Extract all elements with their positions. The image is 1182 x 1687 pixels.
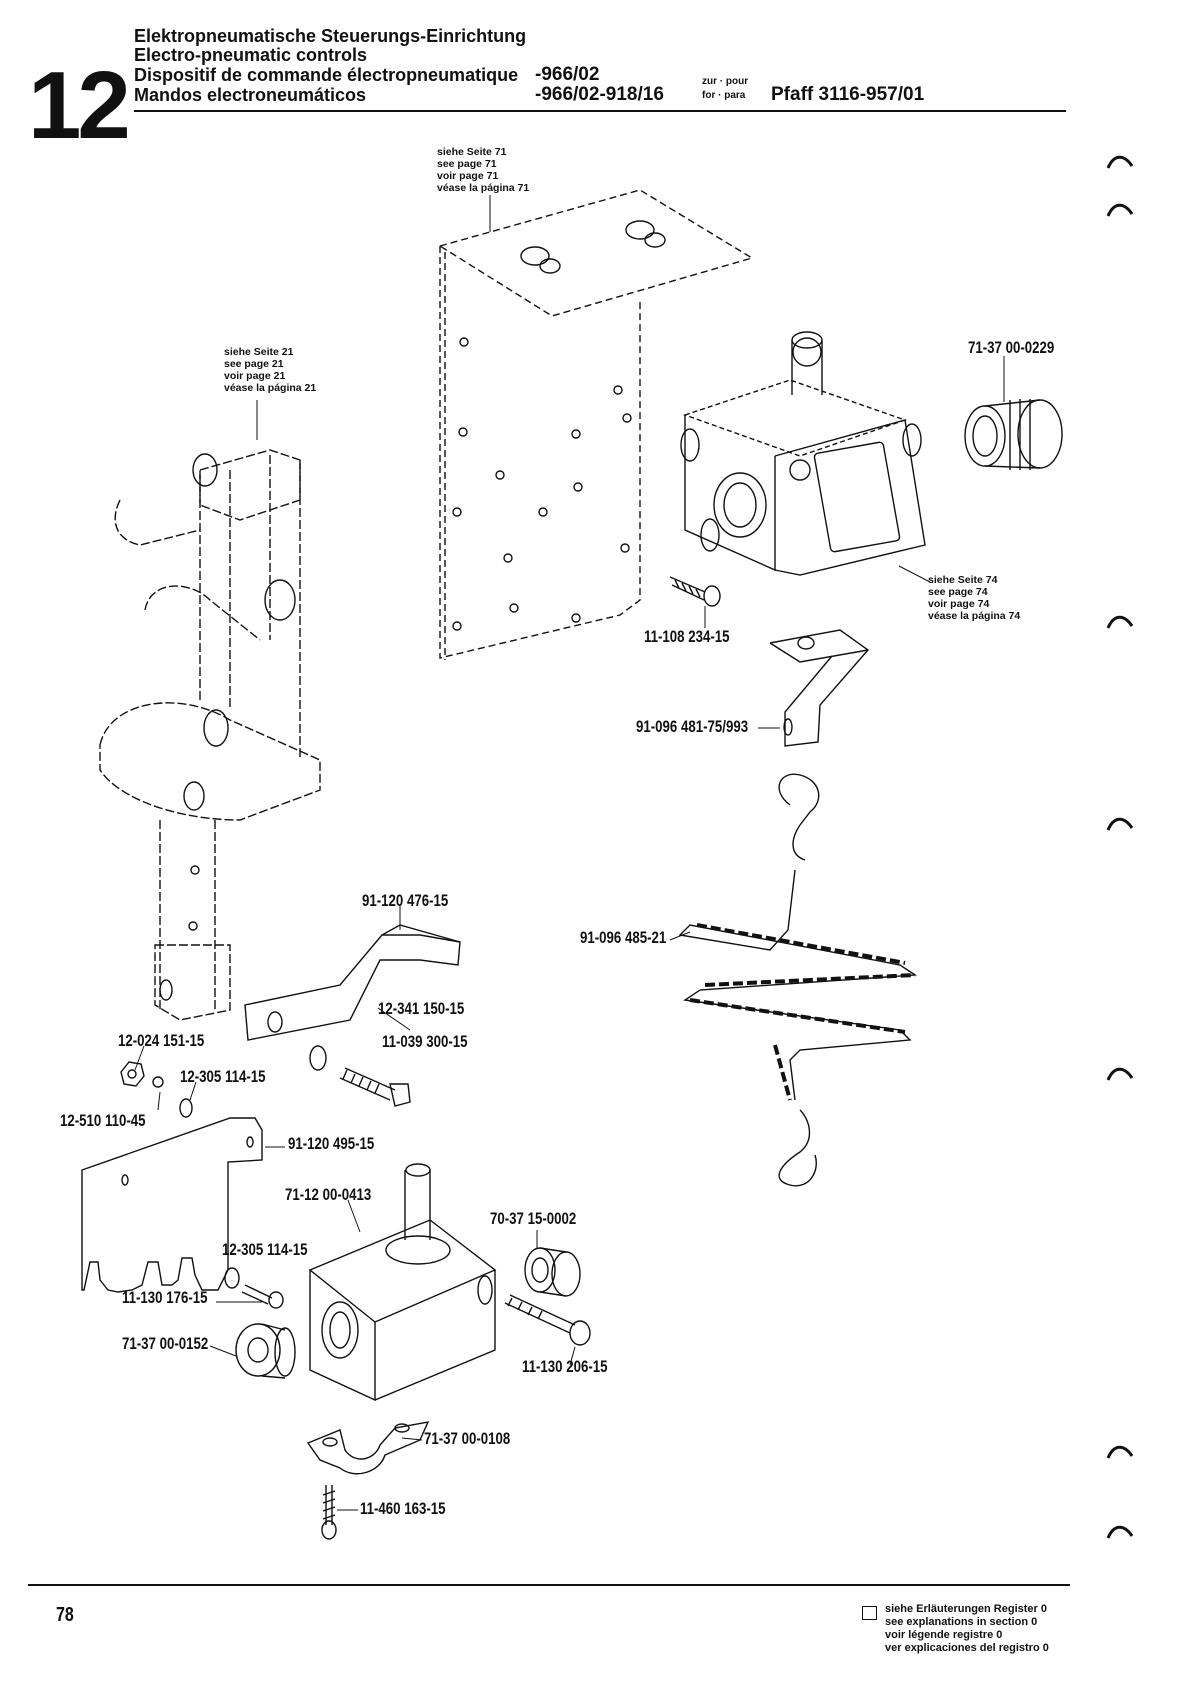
part-label-7137-0152: 71-37 00-0152 — [122, 1334, 209, 1353]
part-label-12024: 12-024 151-15 — [118, 1031, 205, 1050]
nut-12024 — [120, 1061, 145, 1087]
model-number-2: -966/02-918/16 — [535, 84, 664, 105]
bracket-keyholes — [520, 220, 666, 274]
bracket-holes — [452, 337, 632, 631]
part-label-91096-485: 91-096 485-21 — [580, 928, 667, 947]
clamp-0108 — [306, 1421, 430, 1475]
model-number-1: -966/02 — [535, 64, 600, 85]
screw-11130-206 — [504, 1294, 591, 1346]
bracket-476 — [244, 924, 461, 1041]
title-german: Elektropneumatische Steuerungs-Einrichtu… — [134, 26, 527, 46]
part-label-11460: 11-460 163-15 — [360, 1499, 446, 1518]
screw-11108 — [669, 576, 721, 607]
title-english: Electro-pneumatic controls — [134, 45, 368, 65]
part-label-7112: 71-12 00-0413 — [285, 1185, 372, 1204]
part-label-12510: 12-510 110-45 — [60, 1111, 146, 1130]
part-label-91120-476: 91-120 476-15 — [362, 891, 449, 910]
part-label-12305-b: 12-305 114-15 — [222, 1240, 308, 1259]
mounting-bracket-plate — [438, 189, 754, 660]
lever-holes — [159, 453, 296, 1001]
page-number: 78 — [56, 1604, 74, 1626]
see-page-74: siehe Seite 74 see page 74 voir page 74 … — [928, 574, 1021, 622]
register-tab-marks — [1106, 155, 1134, 1539]
see-page-71: siehe Seite 71 see page 71 voir page 71 … — [437, 146, 530, 194]
part-label-7137-0108: 71-37 00-0108 — [424, 1429, 511, 1448]
part-label-91096-481: 91-096 481-75/993 — [636, 717, 749, 736]
see-page-21: siehe Seite 21 see page 21 voir page 21 … — [224, 346, 317, 394]
for-label-1: zur · pour — [702, 76, 749, 87]
lever-bracket — [99, 449, 321, 1021]
footer-rule — [28, 1584, 1070, 1586]
lock-washer-12305 — [152, 1076, 193, 1118]
header-rule — [134, 110, 1066, 112]
plug-0002 — [524, 1247, 581, 1297]
part-label-7037: 70-37 15-0002 — [490, 1209, 577, 1228]
limit-switch-0413 — [308, 1163, 497, 1402]
cable-gland-0229 — [964, 399, 1063, 470]
for-label-2: for · para — [702, 90, 746, 101]
machine-name: Pfaff 3116-957/01 — [771, 84, 925, 105]
part-label-11108: 11-108 234-15 — [644, 627, 730, 646]
part-label-11130-206: 11-130 206-15 — [522, 1357, 608, 1376]
angle-bracket-481 — [769, 629, 870, 747]
legend-note: siehe Erläuterungen Register 0 see expla… — [885, 1603, 1049, 1654]
screw-11130-176 — [224, 1267, 284, 1309]
chain-91096-485 — [678, 773, 918, 1187]
section-number: 12 — [28, 52, 131, 159]
washer-and-screw-11039 — [309, 1045, 411, 1107]
part-label-11039: 11-039 300-15 — [382, 1032, 468, 1051]
legend-box-icon — [862, 1606, 877, 1620]
part-label-11130-176: 11-130 176-15 — [122, 1288, 208, 1307]
switch-housing-upper — [680, 331, 926, 576]
part-label-12305-a: 12-305 114-15 — [180, 1067, 266, 1086]
title-french: Dispositif de commande électropneumatiqu… — [134, 65, 519, 85]
wood-screw-11460 — [321, 1485, 337, 1540]
plate-495 — [81, 1117, 263, 1293]
part-label-7137-0229: 71-37 00-0229 — [968, 338, 1055, 357]
title-spanish: Mandos electroneumáticos — [134, 85, 367, 105]
part-label-12341: 12-341 150-15 — [378, 999, 465, 1018]
cable-gland-0152 — [235, 1323, 296, 1379]
part-label-91120-495: 91-120 495-15 — [288, 1134, 375, 1153]
